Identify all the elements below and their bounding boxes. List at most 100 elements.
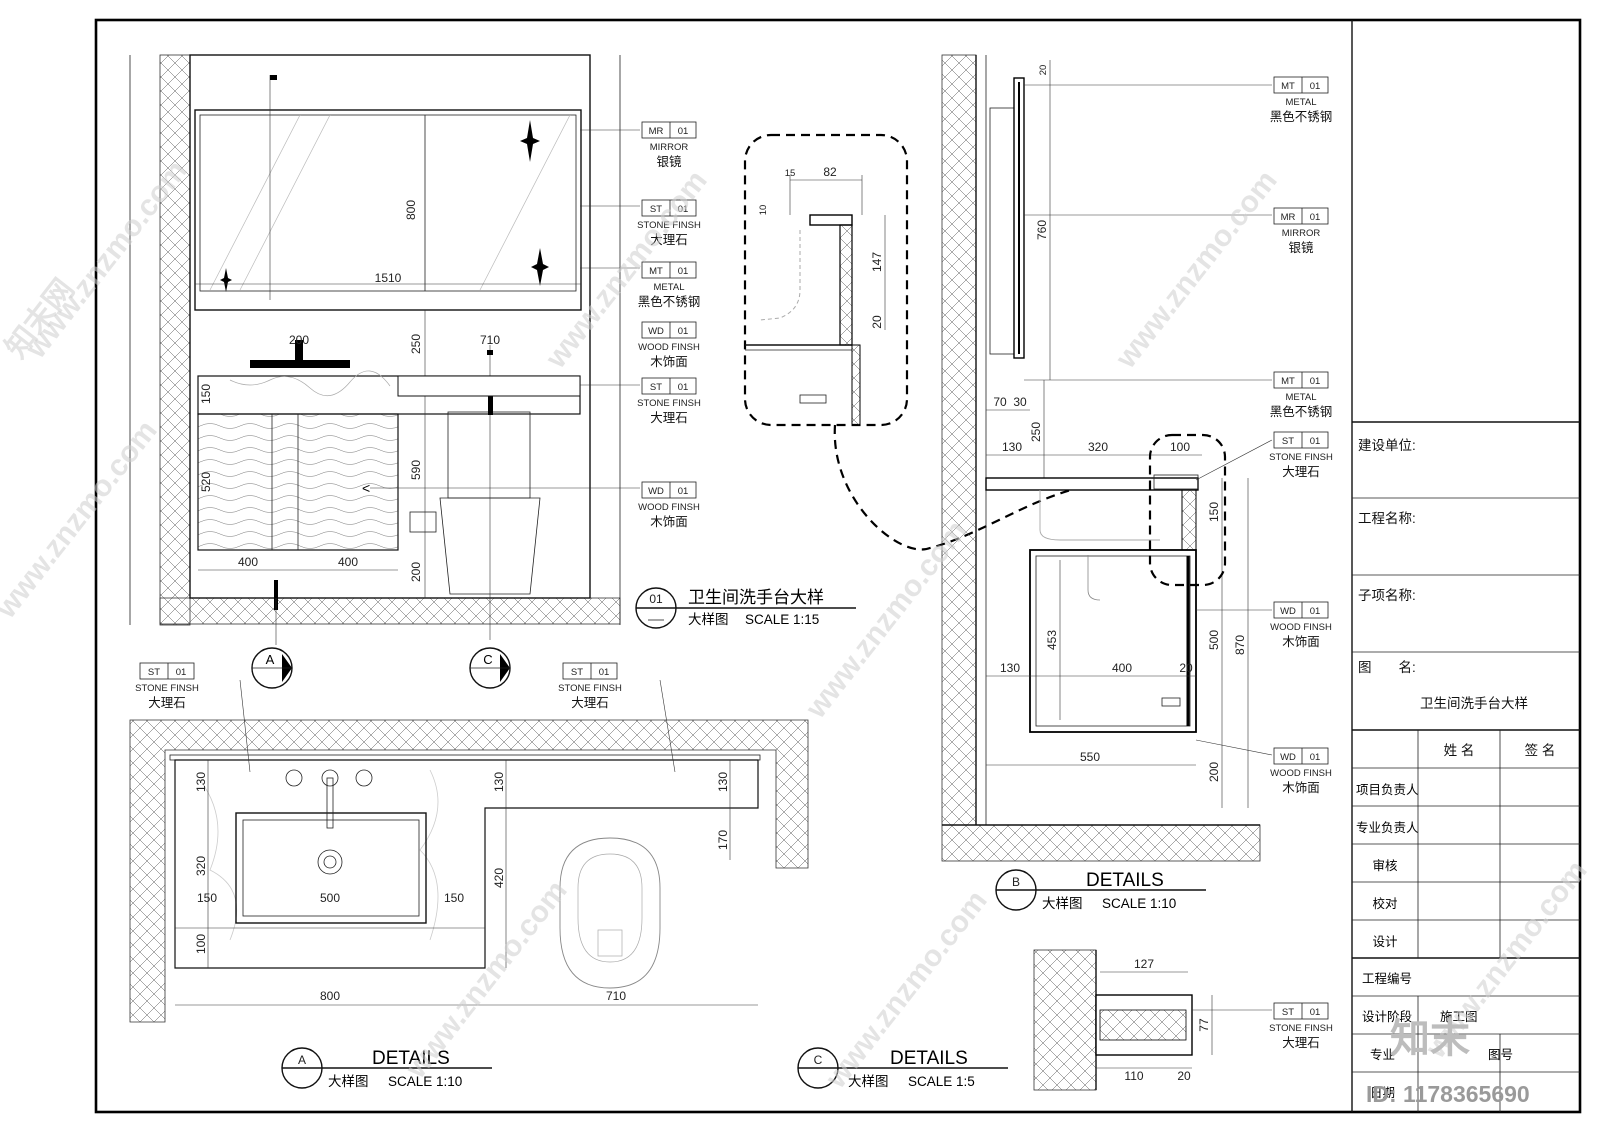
svg-text:110: 110 xyxy=(1124,1069,1143,1083)
sparkle-icon xyxy=(520,120,540,162)
svg-text:B: B xyxy=(1012,875,1020,889)
view-b-section: 20 760 70 30 250 130 320 100 453 130 400… xyxy=(941,54,1273,862)
dim-text: 710 xyxy=(480,333,500,347)
sparkle-icon xyxy=(220,268,232,292)
svg-text:银镜: 银镜 xyxy=(1288,240,1314,255)
svg-text:01: 01 xyxy=(599,667,610,678)
role-label: 校对 xyxy=(1372,896,1397,911)
stage-label: 设计阶段 xyxy=(1362,1009,1412,1024)
svg-text:01: 01 xyxy=(678,204,689,215)
tag-metal: MT 01 METAL 黑色不锈钢 xyxy=(1270,76,1332,124)
tag-wood: WD 01 WOOD FINSH 木饰面 xyxy=(1270,747,1332,795)
svg-text:大样图: 大样图 xyxy=(328,1074,369,1089)
dim-marker xyxy=(487,350,493,355)
tag-stone: ST 01 STONE FINSH 大理石 xyxy=(637,377,701,425)
view-title: 卫生间洗手台大样 xyxy=(688,588,824,607)
section-marker-c: C xyxy=(469,647,511,689)
svg-text:01: 01 xyxy=(678,382,689,393)
svg-text:A: A xyxy=(266,652,275,667)
svg-text:710: 710 xyxy=(606,989,626,1003)
svg-text:大样图: 大样图 xyxy=(1042,896,1083,911)
tag-stone: ST 01 STONE FINSH 大理石 xyxy=(1269,1002,1333,1050)
project-label: 工程名称: xyxy=(1358,511,1416,526)
section-cut-mark xyxy=(274,580,278,610)
svg-text:大理石: 大理石 xyxy=(1282,1036,1320,1050)
left-wall-hatch xyxy=(159,54,191,626)
svg-text:大理石: 大理石 xyxy=(650,233,688,247)
door-open-mark: < xyxy=(362,480,370,496)
svg-text:STONE FINSH: STONE FINSH xyxy=(1269,452,1333,463)
svg-text:01: 01 xyxy=(1310,606,1321,617)
subitem-label: 子项名称: xyxy=(1358,588,1416,603)
watermark-id: ID: 1178365690 xyxy=(1366,1081,1530,1107)
svg-text:77: 77 xyxy=(1197,1018,1211,1032)
svg-text:ST: ST xyxy=(1282,436,1294,447)
svg-text:大理石: 大理石 xyxy=(650,411,688,425)
svg-text:WD: WD xyxy=(1280,752,1296,763)
tag-metal: MT 01 METAL 黑色不锈钢 xyxy=(638,261,700,309)
floor-hatch xyxy=(159,597,621,625)
dim-text: 400 xyxy=(338,555,358,569)
svg-text:20: 20 xyxy=(1038,65,1049,76)
discipline-label: 专业 xyxy=(1370,1047,1395,1062)
svg-text:150: 150 xyxy=(1207,502,1221,522)
svg-text:20: 20 xyxy=(1179,661,1193,675)
svg-text:木饰面: 木饰面 xyxy=(650,355,688,369)
svg-text:木饰面: 木饰面 xyxy=(650,515,688,529)
tag-wood: WD 01 WOOD FINSH 木饰面 xyxy=(1270,601,1332,649)
svg-text:500: 500 xyxy=(320,891,340,905)
svg-text:WD: WD xyxy=(1280,606,1296,617)
svg-text:100: 100 xyxy=(194,934,208,954)
svg-text:WOOD FINSH: WOOD FINSH xyxy=(638,342,700,353)
svg-text:黑色不锈钢: 黑色不锈钢 xyxy=(1270,404,1333,419)
svg-text:MIRROR: MIRROR xyxy=(1282,228,1321,239)
svg-text:130: 130 xyxy=(194,772,208,792)
svg-text:C: C xyxy=(483,652,492,667)
dim-text: 1510 xyxy=(375,271,402,285)
role-label: 项目负责人 xyxy=(1356,783,1419,797)
client-label: 建设单位: xyxy=(1358,438,1416,453)
tag-stone: ST 01 STONE FINSH 大理石 xyxy=(637,199,701,247)
svg-text:METAL: METAL xyxy=(1286,392,1317,403)
svg-text:320: 320 xyxy=(194,856,208,876)
dim-text: 250 xyxy=(409,334,423,354)
svg-text:WOOD FINSH: WOOD FINSH xyxy=(1270,622,1332,633)
socket-outlet xyxy=(409,511,437,533)
svg-text:130: 130 xyxy=(492,772,506,792)
svg-text:ST: ST xyxy=(148,667,160,678)
svg-text:70: 70 xyxy=(993,395,1007,409)
role-label: 专业负责人 xyxy=(1356,820,1419,835)
svg-text:01: 01 xyxy=(1310,752,1321,763)
toilet-tank xyxy=(447,411,531,499)
watermark-text: www.znzmo.com xyxy=(1109,164,1284,375)
dim-text: 400 xyxy=(238,555,258,569)
svg-text:大样图: 大样图 xyxy=(688,612,729,627)
basin xyxy=(235,812,427,924)
svg-text:15: 15 xyxy=(785,168,796,179)
svg-text:01: 01 xyxy=(678,326,689,337)
svg-text:MT: MT xyxy=(649,266,663,277)
svg-text:STONE FINSH: STONE FINSH xyxy=(1269,1023,1333,1034)
outer-frame xyxy=(94,18,1582,1114)
countertop-plan xyxy=(174,759,759,969)
svg-text:30: 30 xyxy=(1013,395,1027,409)
dim-text: 590 xyxy=(409,460,423,480)
svg-text:DETAILS: DETAILS xyxy=(890,1048,968,1069)
svg-text:170: 170 xyxy=(716,830,730,850)
tag-mirror: MR 01 MIRROR 银镜 xyxy=(641,121,697,169)
svg-text:760: 760 xyxy=(1035,220,1049,240)
tag-stone: ST 01 STONE FINSH 大理石 xyxy=(135,662,199,710)
tag-metal: MT 01 METAL 黑色不锈钢 xyxy=(1270,371,1333,419)
view-b-title: B DETAILS 大样图 SCALE 1:10 xyxy=(995,869,1206,911)
title-block: 建设单位: 工程名称: 子项名称: 图 名: 卫生间洗手台大样 姓 名 签 名 … xyxy=(1352,421,1580,1112)
svg-text:METAL: METAL xyxy=(654,282,685,293)
faucet xyxy=(326,777,334,829)
svg-text:大样图: 大样图 xyxy=(848,1074,889,1089)
dim-text: 520 xyxy=(199,472,213,492)
svg-text:420: 420 xyxy=(492,868,506,888)
tag-stone: ST 01 STONE FINSH 大理石 xyxy=(1269,431,1333,479)
dim-text: 200 xyxy=(289,333,309,347)
svg-text:ST: ST xyxy=(571,667,583,678)
